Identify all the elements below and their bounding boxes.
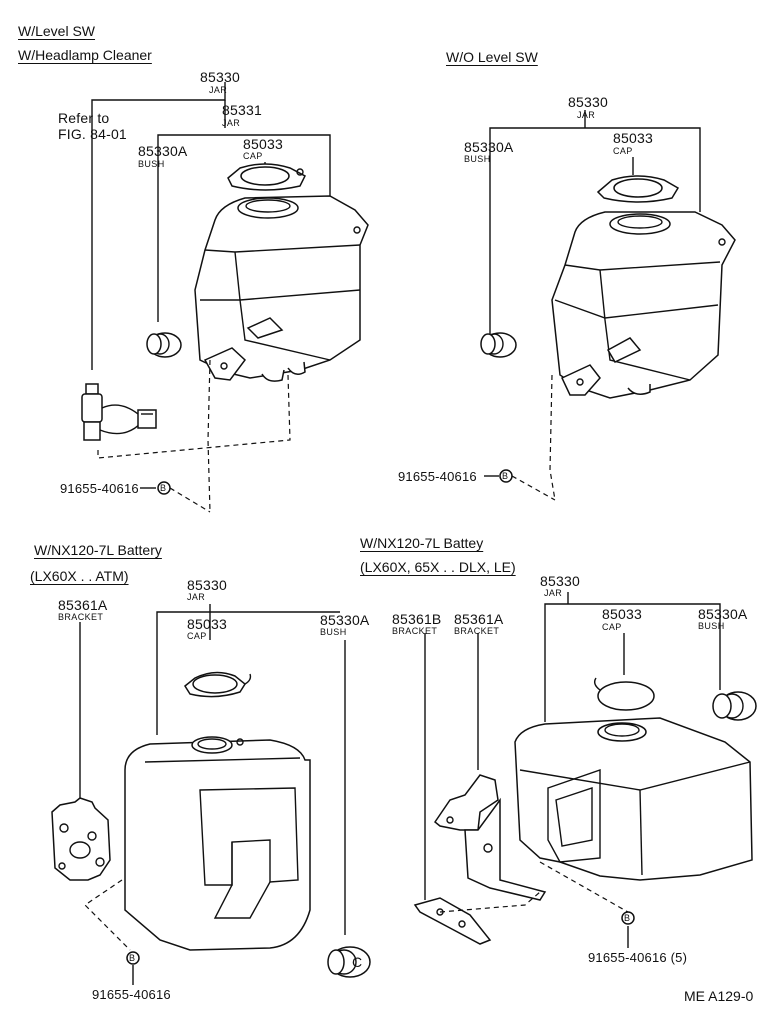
bl-cap-name: CAP bbox=[187, 631, 207, 641]
tr-bolt-lines bbox=[484, 374, 556, 501]
bl-bracket-number: 85361A bbox=[58, 597, 108, 613]
tr-title: W/O Level SW bbox=[446, 49, 538, 65]
tr-jar-name: JAR bbox=[577, 110, 596, 120]
bl-jar-body bbox=[124, 736, 311, 951]
tr-cap-number: 85033 bbox=[613, 130, 653, 146]
bl-cap bbox=[184, 671, 252, 698]
br-title-1: W/NX120-7L Battey bbox=[360, 535, 484, 551]
tr-leader-lines bbox=[489, 110, 701, 335]
tl-jar-body bbox=[194, 195, 369, 382]
tr-bush-number: 85330A bbox=[464, 139, 514, 155]
tl-title-2: W/Headlamp Cleaner bbox=[18, 47, 152, 63]
br-bracket-b bbox=[413, 897, 492, 945]
bl-bush bbox=[327, 946, 371, 978]
tl-cap bbox=[227, 163, 306, 191]
tl-jar-name: JAR bbox=[209, 85, 228, 95]
tl-jar-number: 85330 bbox=[200, 69, 240, 85]
tl-level-switch bbox=[81, 383, 157, 441]
bl-bolt-lines bbox=[84, 879, 140, 985]
tl-cap-number: 85033 bbox=[243, 136, 283, 152]
br-leader-lines bbox=[424, 592, 721, 900]
tr-bush bbox=[480, 332, 517, 358]
bl-bush-symbol: C bbox=[352, 954, 363, 970]
tr-bolt-symbol: B bbox=[502, 471, 509, 481]
br-jar-body bbox=[514, 717, 753, 881]
tl-bolt-number: 91655-40616 bbox=[60, 481, 139, 496]
bl-bush-name: BUSH bbox=[320, 627, 347, 637]
br-bush bbox=[712, 691, 757, 721]
bl-bolt-symbol: B bbox=[129, 953, 136, 963]
br-title-2: (LX60X, 65X . . DLX, LE) bbox=[360, 559, 516, 575]
tl-refer-line-2: FIG. 84-01 bbox=[58, 126, 127, 142]
tl-jar2-name: JAR bbox=[222, 118, 241, 128]
bl-leader-lines bbox=[79, 604, 346, 935]
bl-title-1: W/NX120-7L Battery bbox=[34, 542, 162, 558]
bl-title-2: (LX60X . . ATM) bbox=[30, 568, 129, 584]
tr-jar-number: 85330 bbox=[568, 94, 608, 110]
br-cap bbox=[593, 677, 655, 711]
tl-bolt-symbol: B bbox=[160, 483, 167, 493]
tr-bush-name: BUSH bbox=[464, 154, 491, 164]
br-bush-name: BUSH bbox=[698, 621, 725, 631]
bl-bolt-number: 91655-40616 bbox=[92, 987, 171, 1002]
bl-jar-number: 85330 bbox=[187, 577, 227, 593]
tl-refer-line-1: Refer to bbox=[58, 110, 110, 126]
br-bolt-symbol: B bbox=[624, 913, 631, 923]
tr-cap-name: CAP bbox=[613, 146, 633, 156]
br-bolt-lines bbox=[439, 861, 635, 948]
br-jar-name: JAR bbox=[544, 588, 563, 598]
br-bracketb-name: BRACKET bbox=[392, 626, 438, 636]
tl-jar2-number: 85331 bbox=[222, 102, 262, 118]
br-bracketb-number: 85361B bbox=[392, 611, 442, 627]
tr-jar-body bbox=[551, 211, 736, 399]
br-bolt-number: 91655-40616 (5) bbox=[588, 950, 688, 965]
figure-id: ME A129-0 bbox=[684, 988, 754, 1004]
bl-jar-name: JAR bbox=[187, 592, 206, 602]
bl-bracket bbox=[51, 797, 111, 881]
br-jar-number: 85330 bbox=[540, 573, 580, 589]
tr-cap bbox=[596, 175, 680, 203]
tl-bush bbox=[146, 332, 182, 358]
br-cap-number: 85033 bbox=[602, 606, 642, 622]
br-bush-number: 85330A bbox=[698, 606, 748, 622]
bl-cap-number: 85033 bbox=[187, 616, 227, 632]
tl-title-1: W/Level SW bbox=[18, 23, 96, 39]
br-cap-name: CAP bbox=[602, 622, 622, 632]
tl-cap-name: CAP bbox=[243, 151, 263, 161]
br-bracketa-name: BRACKET bbox=[454, 626, 500, 636]
bl-bracket-name: BRACKET bbox=[58, 612, 104, 622]
tl-bush-number: 85330A bbox=[138, 143, 188, 159]
tr-bolt-number: 91655-40616 bbox=[398, 469, 477, 484]
tl-bush-name: BUSH bbox=[138, 159, 165, 169]
br-bracketa-number: 85361A bbox=[454, 611, 504, 627]
bl-bush-number: 85330A bbox=[320, 612, 370, 628]
tl-bolt-lines bbox=[97, 359, 291, 513]
br-bracket-a bbox=[433, 774, 547, 901]
